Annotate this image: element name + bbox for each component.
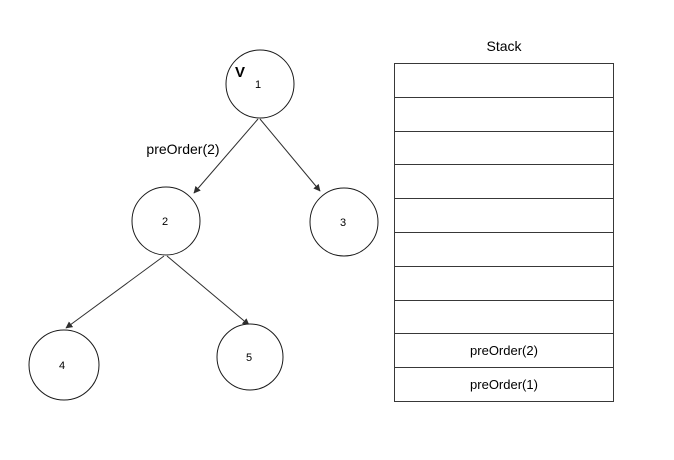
node-1-label: 1 [255, 79, 261, 91]
node-5-label: 5 [246, 352, 252, 364]
stack-title: Stack [486, 38, 522, 54]
stack-row [395, 164, 613, 198]
node-1-visited-mark: V [235, 64, 245, 81]
stack-row [395, 130, 613, 165]
tree-node-4-circle [28, 329, 100, 401]
edge-node2-to-node4 [65, 255, 165, 329]
stack-row [395, 265, 613, 300]
node-4-label: 4 [59, 360, 65, 372]
preorder-call-annotation: preOrder(2) [146, 141, 219, 157]
tree-node-1-circle [225, 49, 295, 119]
stack-row [395, 198, 613, 232]
stack-row [395, 96, 613, 131]
tree-node-3-circle [309, 187, 379, 257]
edge-node2-to-node5 [166, 255, 250, 326]
edge-node1-to-node2 [193, 118, 259, 194]
tree-node-2-circle-highlighted [131, 186, 201, 256]
node-2-label: 2 [162, 216, 168, 228]
node-3-label: 3 [340, 217, 346, 229]
stack-row [395, 299, 613, 334]
edge-node1-to-node3 [259, 118, 321, 192]
tree-node-5-circle [216, 323, 284, 391]
stack-row-preorder-1: preOrder(1) [395, 367, 613, 401]
stack-row [395, 231, 613, 266]
stack-row-preorder-2: preOrder(2) [395, 333, 613, 367]
call-stack-table: preOrder(2) preOrder(1) [394, 63, 614, 402]
stack-row [395, 64, 613, 97]
